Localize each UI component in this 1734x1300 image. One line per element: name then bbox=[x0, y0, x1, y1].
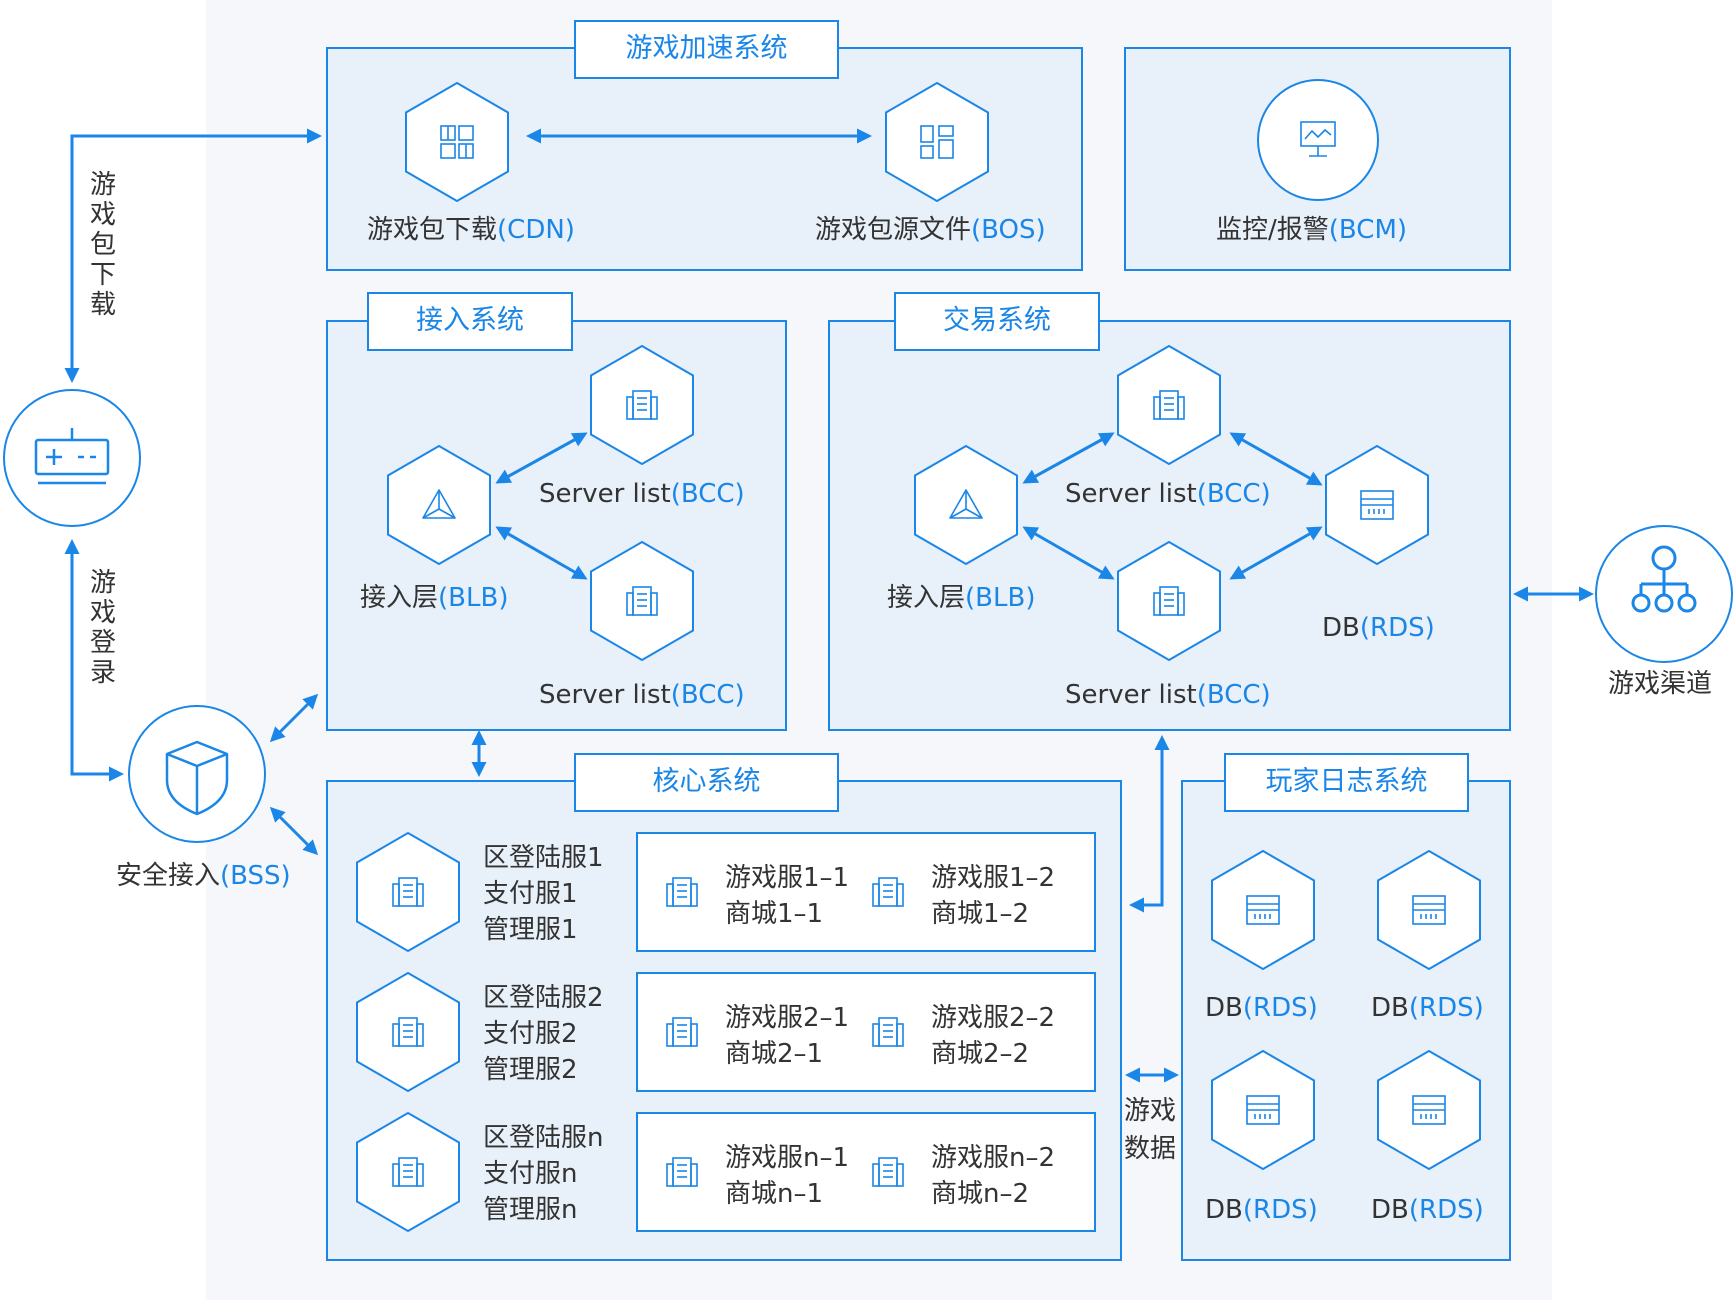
org-chart-icon bbox=[1631, 545, 1697, 613]
bcm-label: 监控/报警(BCM) bbox=[1216, 215, 1408, 245]
download-vertical-label: 游戏包下载 bbox=[89, 170, 116, 320]
trading-server1-label: Server list(BCC) bbox=[1065, 479, 1271, 509]
core-title: 核心系统 bbox=[652, 766, 761, 797]
shield-icon bbox=[165, 740, 229, 816]
player-log-panel bbox=[1181, 753, 1511, 1261]
game-data-label: 游戏数据 bbox=[1124, 1096, 1177, 1164]
log-db2-label: DB(RDS) bbox=[1371, 993, 1484, 1023]
bss-label: 安全接入(BSS) bbox=[116, 861, 291, 891]
login-vertical-label: 游戏登录 bbox=[89, 568, 116, 688]
access-server1-label: Server list(BCC) bbox=[539, 479, 745, 509]
log-db3-label: DB(RDS) bbox=[1205, 1195, 1318, 1225]
access-server2-label: Server list(BCC) bbox=[539, 680, 745, 710]
player-log-title: 玩家日志系统 bbox=[1265, 766, 1428, 797]
monitor-icon bbox=[1300, 121, 1336, 157]
cdn-label: 游戏包下载(CDN) bbox=[367, 215, 575, 245]
trading-blb-label: 接入层(BLB) bbox=[887, 583, 1036, 613]
trading-db-label: DB(RDS) bbox=[1322, 613, 1435, 643]
gamepad-icon bbox=[34, 428, 110, 485]
acceleration-title: 游戏加速系统 bbox=[625, 33, 788, 64]
log-db1-label: DB(RDS) bbox=[1205, 993, 1318, 1023]
bos-label: 游戏包源文件(BOS) bbox=[815, 215, 1046, 245]
gamepad-node bbox=[3, 389, 141, 527]
game-channel-label: 游戏渠道 bbox=[1608, 669, 1713, 699]
access-title: 接入系统 bbox=[416, 305, 524, 336]
trading-server2-label: Server list(BCC) bbox=[1065, 680, 1271, 710]
log-db4-label: DB(RDS) bbox=[1371, 1195, 1484, 1225]
connector-arrows bbox=[64, 128, 1594, 1083]
access-blb-label: 接入层(BLB) bbox=[360, 583, 509, 613]
trading-title: 交易系统 bbox=[943, 305, 1051, 336]
bss-node bbox=[128, 705, 266, 843]
bcm-node bbox=[1257, 79, 1379, 201]
game-channel-node bbox=[1595, 525, 1733, 663]
